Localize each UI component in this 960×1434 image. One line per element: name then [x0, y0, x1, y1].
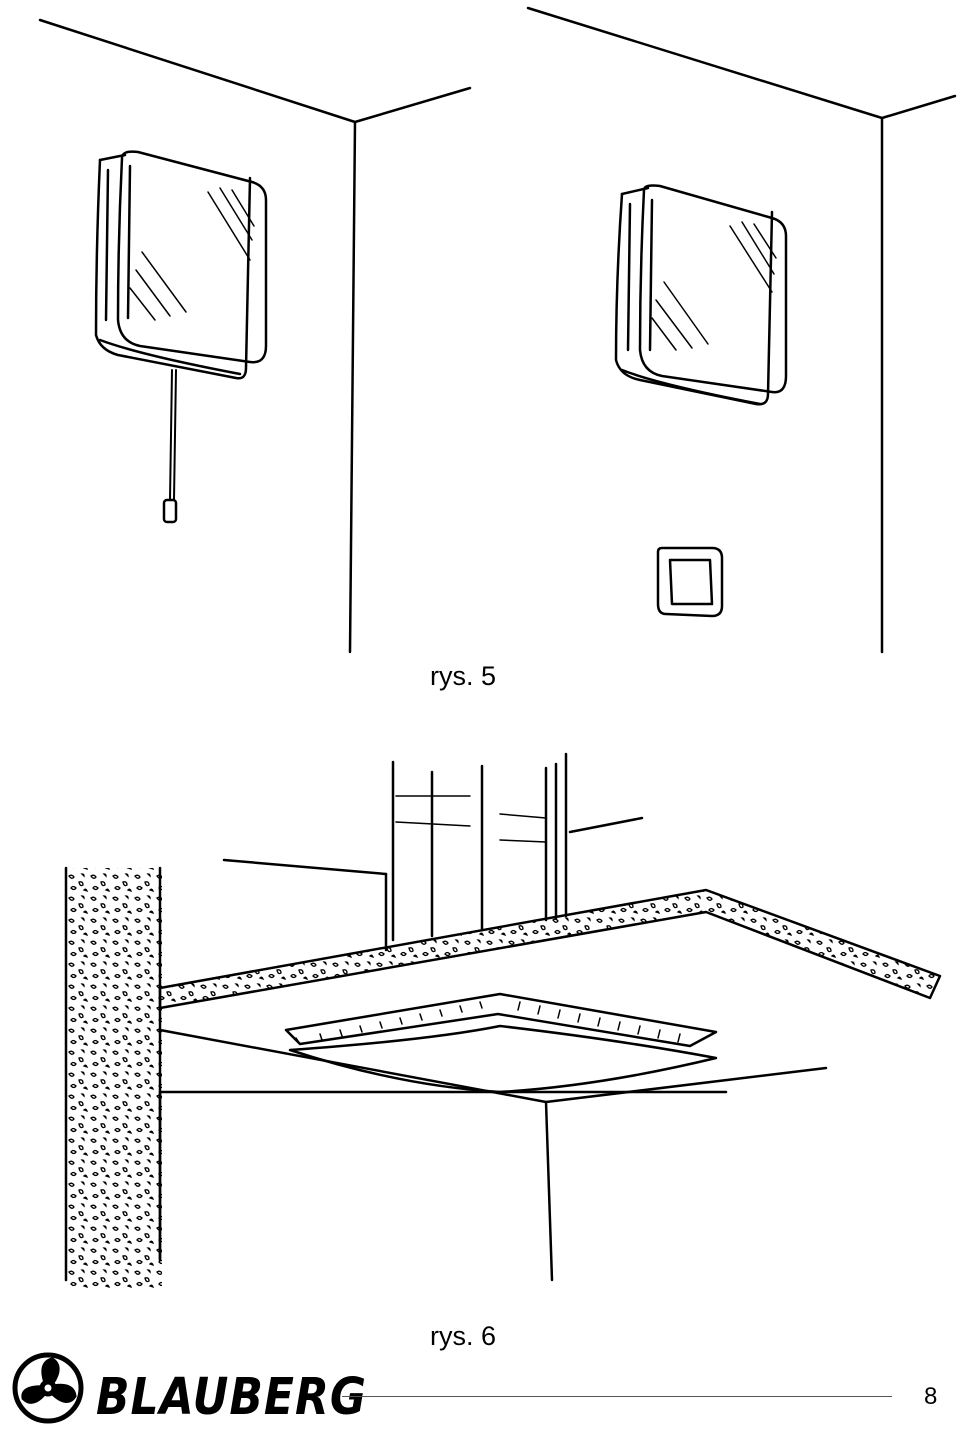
figure-5-caption: rys. 5: [430, 661, 497, 691]
brand-name: BLAUBERG: [96, 1368, 367, 1427]
fan-logo-icon: [12, 1352, 84, 1424]
figure-6-caption: rys. 6: [430, 1321, 497, 1351]
wall-corner-left: [38, 18, 472, 654]
wall-fan-with-switch-icon: [614, 184, 788, 618]
wall-corner-right: [526, 6, 957, 654]
page-number: 8: [924, 1383, 938, 1410]
duct-pipe: [222, 752, 644, 952]
figure-6-illustration: [64, 752, 942, 1288]
ceiling-slab: [158, 888, 942, 1282]
ceiling-fan-icon: [284, 992, 718, 1094]
concrete-wall-column: [64, 866, 162, 1288]
wall-fan-with-cord-icon: [94, 150, 268, 524]
figure-5-illustration: [38, 6, 957, 654]
footer-divider: [342, 1396, 892, 1397]
